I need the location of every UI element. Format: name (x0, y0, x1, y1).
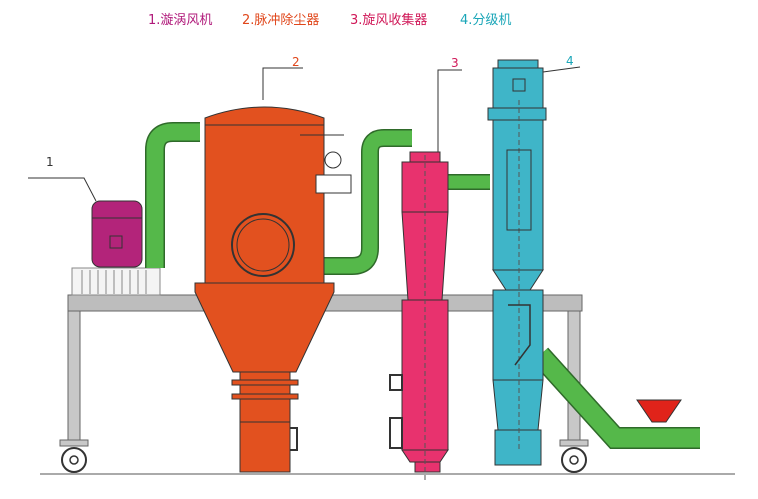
pulse-dust-collector (194, 106, 352, 473)
legend-item-cyclone: 3.旋风收集器 (350, 13, 428, 28)
cyclone-collector (389, 151, 449, 480)
component-legend: 1.漩涡风机 2.脉冲除尘器 3.旋风收集器 4.分级机 (0, 9, 758, 29)
legend-item-fan: 1.漩涡风机 (148, 13, 213, 28)
svg-text:2: 2 (292, 55, 300, 69)
callout-1: 1 (28, 155, 97, 202)
air-classifier (487, 59, 547, 466)
fan-base (71, 267, 161, 296)
caster-wheel-left (61, 447, 87, 473)
svg-text:4: 4 (566, 54, 574, 68)
legend-item-classifier: 4.分级机 (460, 13, 512, 28)
legend-item-dust-collector: 2.脉冲除尘器 (242, 13, 320, 28)
caster-wheel-right (561, 447, 587, 473)
product-hopper (636, 399, 682, 423)
callout-2: 2 (262, 55, 303, 100)
svg-text:3: 3 (451, 56, 459, 70)
connecting-pipes (145, 122, 700, 449)
svg-text:1: 1 (46, 155, 54, 169)
callout-4: 4 (542, 54, 581, 73)
vortex-fan (91, 200, 143, 268)
callout-3: 3 (437, 56, 462, 152)
